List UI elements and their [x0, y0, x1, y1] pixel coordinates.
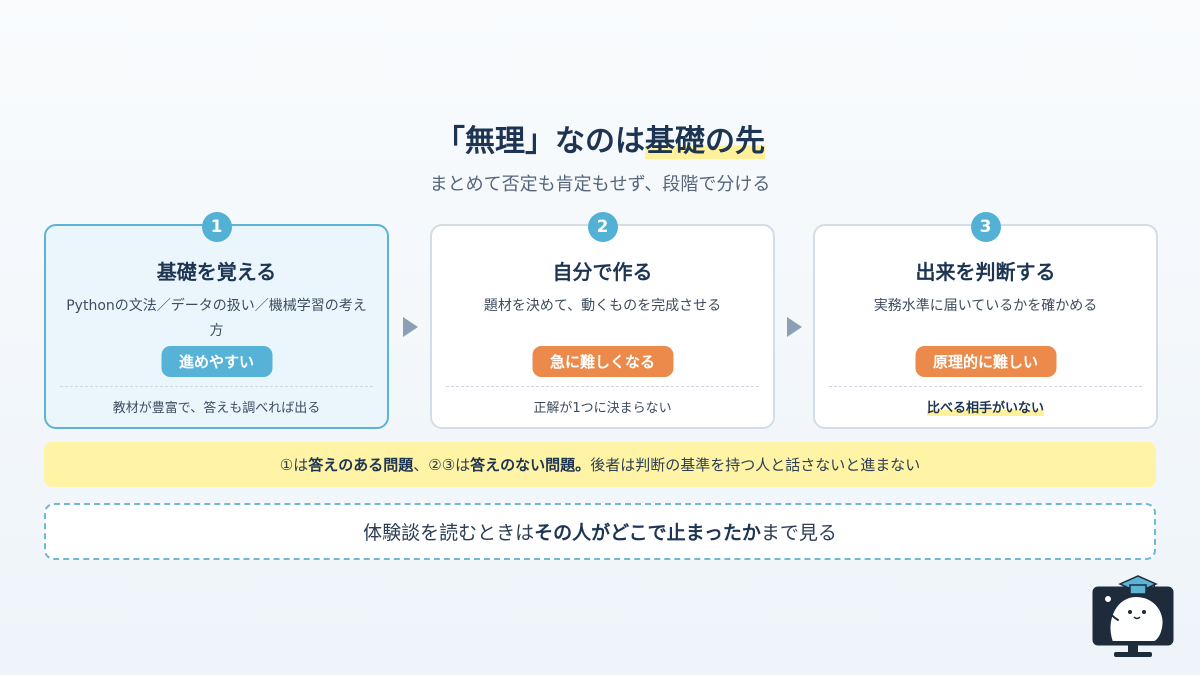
note-text-2: 、②③は [413, 456, 471, 474]
step-description: 題材を決めて、動くものを完成させる [483, 298, 722, 314]
step-description: 実務水準に届いているかを確かめる [873, 298, 1098, 314]
card-divider [446, 386, 759, 387]
note-bold-1: 答えのある問題 [308, 456, 414, 474]
step-card-1: 1 基礎を覚える Pythonの文法／データの扱い／機械学習の考え方 進めやすい… [44, 212, 389, 429]
difficulty-badge: 原理的に難しい [914, 346, 1057, 377]
step-number-badge: 3 [970, 212, 1001, 242]
step-title: 基礎を覚える [156, 260, 277, 284]
step-note: 正解が1つに決まらない [533, 401, 672, 416]
card-divider [829, 386, 1142, 387]
page-title: 「無理」なのは基礎の先 [0, 116, 1200, 160]
title-highlight: 基礎の先 [645, 124, 765, 159]
summary-note-bar: ①は答えのある問題、②③は答えのない問題。後者は判断の基準を持つ人と話さないと進… [44, 442, 1156, 487]
difficulty-badge: 急に難しくなる [531, 346, 674, 377]
note-text-3: 後者は判断の基準を持つ人と話さないと進まない [590, 456, 921, 474]
card-divider [60, 386, 373, 387]
step-number-badge: 2 [587, 212, 618, 242]
tip-bold: その人がどこで止まったか [534, 522, 761, 544]
step-note-text: 比べる相手がいない [926, 401, 1044, 416]
step-card-2: 2 自分で作る 題材を決めて、動くものを完成させる 急に難しくなる 正解が1つに… [430, 212, 775, 429]
mascot-graduate-monitor-icon [1092, 575, 1174, 657]
tip-text-1: 体験談を読むときは [363, 522, 535, 544]
triangle-right-icon [787, 317, 802, 337]
page-subtitle: まとめて否定も肯定もせず、段階で分ける [429, 174, 771, 195]
note-bold-2: 答えのない問題。 [470, 456, 591, 474]
step-description: Pythonの文法／データの扱い／機械学習の考え方 [66, 298, 367, 339]
step-title: 自分で作る [552, 260, 653, 284]
tip-text-2: まで見る [760, 522, 837, 544]
reading-tip-box: 体験談を読むときはその人がどこで止まったかまで見る [44, 503, 1156, 560]
triangle-right-icon [403, 317, 418, 337]
step-title: 出来を判断する [915, 260, 1056, 284]
step-note: 比べる相手がいない [815, 397, 1156, 416]
title-main: 「無理」なのは [435, 124, 645, 159]
step-number-badge: 1 [201, 212, 232, 242]
step-note: 教材が豊富で、答えも調べれば出る [112, 401, 321, 416]
step-card-3: 3 出来を判断する 実務水準に届いているかを確かめる 原理的に難しい 比べる相手… [813, 212, 1158, 429]
note-text-1: ①は [279, 456, 309, 474]
difficulty-badge: 進めやすい [160, 346, 273, 377]
